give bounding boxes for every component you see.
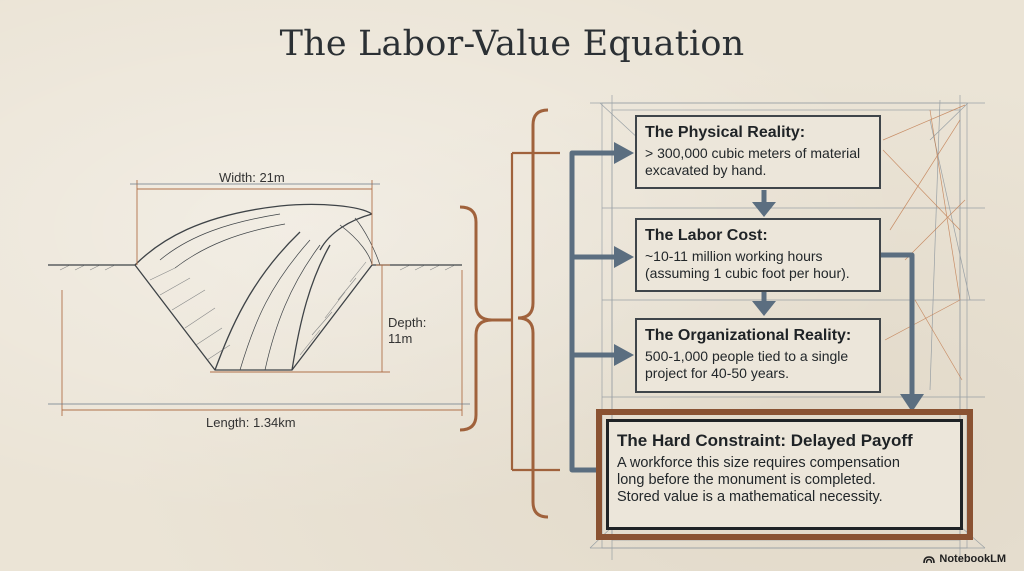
brand-label: NotebookLM (939, 553, 1006, 565)
dimension-lines-blue (48, 183, 470, 405)
box-text-line: excavated by hand. (645, 162, 767, 178)
trench-hatching (59, 261, 456, 361)
depth-label-line2: 11m (388, 331, 413, 346)
depth-label-line1: Depth: (388, 315, 427, 330)
length-label: Length: 1.34km (206, 415, 296, 430)
box-heading: The Physical Reality: (645, 124, 806, 141)
dimension-lines (61, 180, 463, 416)
box-text-line: project for 40-50 years. (645, 365, 789, 381)
box-text-line: Stored value is a mathematical necessity… (617, 489, 883, 505)
notebooklm-watermark: NotebookLM (923, 553, 1006, 565)
box-text-line: long before the monument is completed. (617, 472, 876, 488)
hard-constraint-box: The Hard Constraint: Delayed Payoff A wo… (606, 419, 963, 530)
box-text-line: 500-1,000 people tied to a single (645, 348, 849, 364)
arrow-heads (614, 142, 924, 412)
page-title: The Labor-Value Equation (279, 24, 745, 64)
box-text-line: (assuming 1 cubic foot per hour). (645, 265, 850, 281)
physical-reality-box: The Physical Reality: > 300,000 cubic me… (635, 115, 881, 189)
hard-constraint-frame (596, 409, 973, 540)
box-text-line: ~10-11 million working hours (645, 248, 823, 264)
labor-cost-box: The Labor Cost: ~10-11 million working h… (635, 218, 881, 292)
box-text-line: A workforce this size requires compensat… (617, 455, 900, 471)
box-text-line: > 300,000 cubic meters of material (645, 145, 861, 161)
notebooklm-logo-icon (923, 555, 936, 563)
small-bracket (459, 205, 512, 432)
width-label: Width: 21m (219, 170, 285, 185)
organizational-reality-box: The Organizational Reality: 500-1,000 pe… (635, 318, 881, 393)
box-heading: The Hard Constraint: Delayed Payoff (617, 431, 913, 450)
large-bracket (510, 108, 560, 519)
orange-sketch-lines (882, 104, 966, 381)
box-heading: The Organizational Reality: (645, 327, 852, 344)
flow-arrows (569, 150, 915, 473)
box-heading: The Labor Cost: (645, 227, 768, 244)
